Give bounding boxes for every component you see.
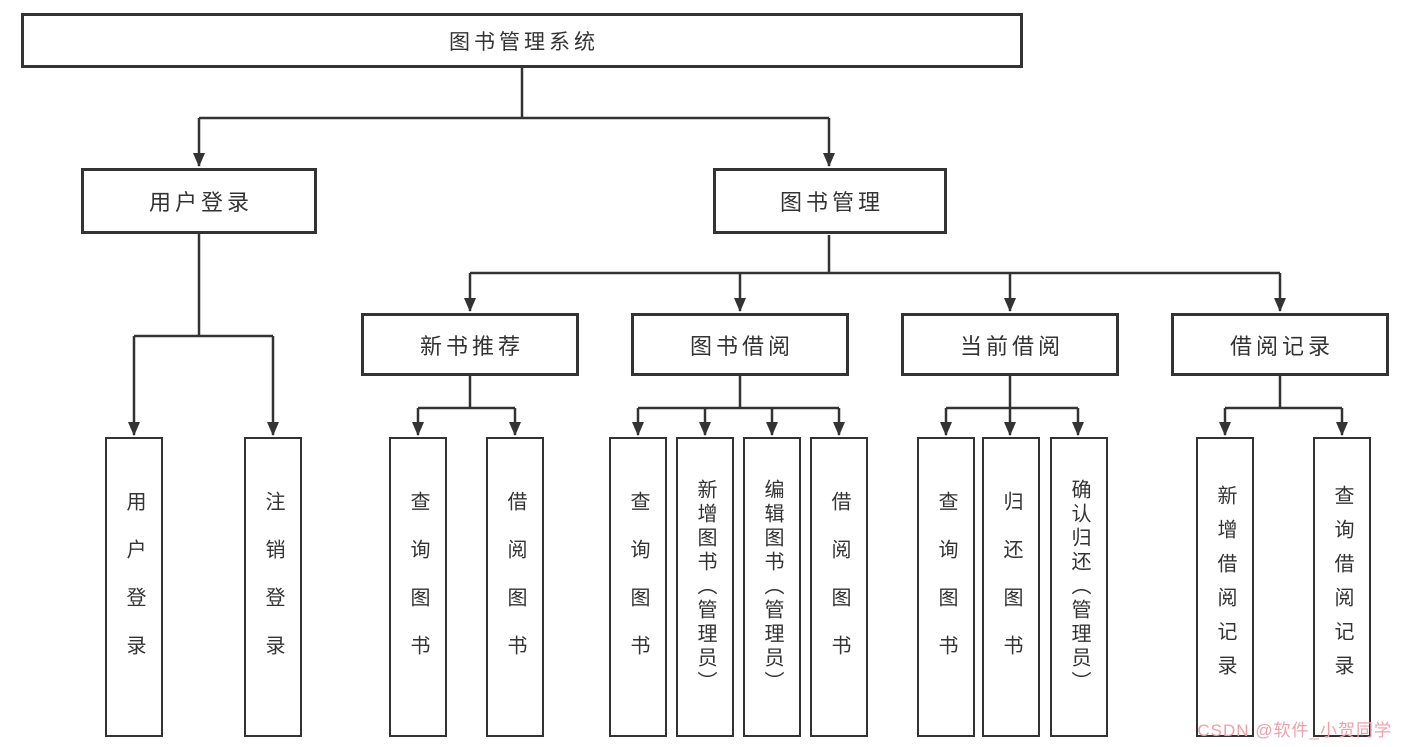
leaf-confirm-return-admin: 确认归还（管理员） (1050, 437, 1108, 737)
node-library-management-system: 图书管理系统 (21, 13, 1023, 68)
leaf-logout: 注销登录 (244, 437, 302, 737)
node-book-management: 图书管理 (713, 168, 947, 234)
leaf-query-books-recommend: 查询图书 (389, 437, 447, 737)
node-new-book-recommendation: 新书推荐 (361, 313, 579, 376)
leaf-query-books-borrow: 查询图书 (609, 437, 667, 737)
leaf-query-books-current: 查询图书 (917, 437, 975, 737)
leaf-add-borrow-record: 新增借阅记录 (1196, 437, 1254, 737)
csdn-watermark: CSDN @软件_小贺同学 (1197, 721, 1392, 740)
leaf-return-books: 归还图书 (982, 437, 1040, 737)
leaf-query-borrow-record: 查询借阅记录 (1313, 437, 1371, 737)
node-book-borrowing: 图书借阅 (631, 313, 849, 376)
node-borrowing-records: 借阅记录 (1171, 313, 1389, 376)
leaf-borrow-books: 借阅图书 (810, 437, 868, 737)
leaf-add-books-admin: 新增图书（管理员） (676, 437, 734, 737)
node-user-login: 用户登录 (81, 168, 317, 234)
leaf-edit-books-admin: 编辑图书（管理员） (743, 437, 801, 737)
leaf-borrow-books-recommend: 借阅图书 (486, 437, 544, 737)
leaf-user-login: 用户登录 (105, 437, 163, 737)
node-current-borrowing: 当前借阅 (901, 313, 1119, 376)
